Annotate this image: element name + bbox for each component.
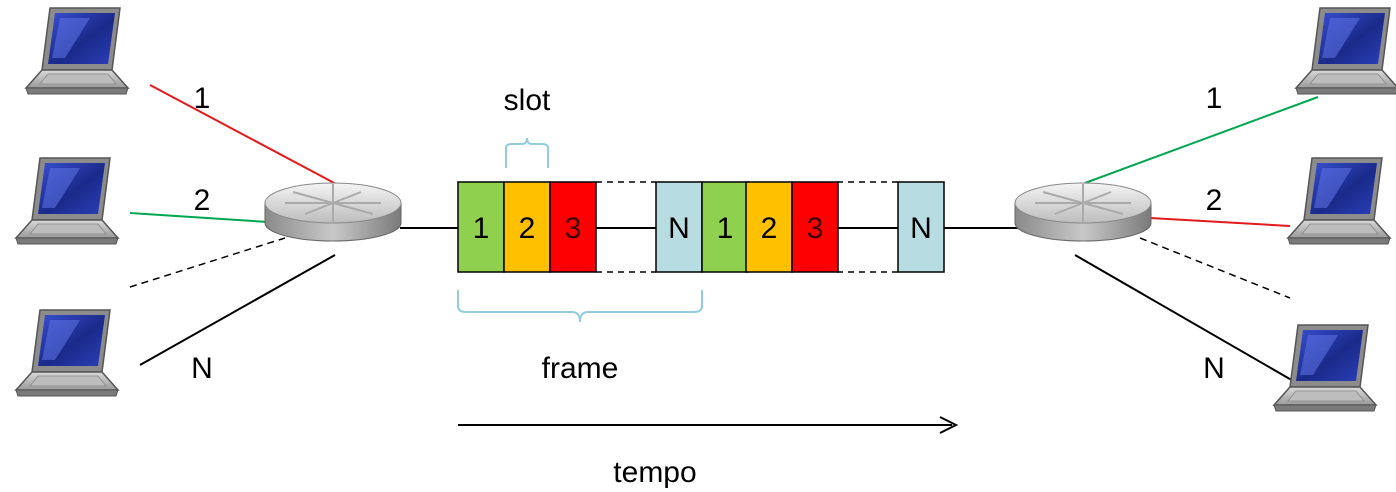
right-link-dashed [1139, 237, 1291, 299]
left-link-dashed [129, 237, 286, 288]
slot-number: 2 [761, 212, 778, 245]
slot-box [503, 181, 551, 273]
laptop-icon [1273, 324, 1377, 412]
frame-bracket [457, 290, 703, 323]
slot-number: 3 [807, 212, 824, 245]
time-arrowhead [939, 416, 959, 434]
laptop-icon [1287, 157, 1391, 245]
slot-box [897, 181, 945, 273]
slot-number: N [910, 212, 932, 245]
right-link-1 [1084, 96, 1319, 184]
left-link-N [139, 254, 336, 366]
slot-number: 2 [519, 212, 536, 245]
time-label: tempo [613, 456, 696, 489]
right-link-label-N: N [1203, 352, 1225, 385]
laptop-icon [25, 7, 129, 95]
router-icon [1014, 182, 1152, 242]
slot-number: 3 [565, 212, 582, 245]
laptop-icon [1295, 7, 1396, 95]
slot-box [457, 181, 505, 273]
slot-box [549, 181, 597, 273]
left-link-1 [149, 84, 339, 186]
slot-box [791, 181, 839, 273]
slot-bracket [505, 137, 549, 168]
slot-number: 1 [473, 212, 490, 245]
frame-label: frame [542, 352, 619, 385]
slot-number: N [668, 212, 690, 245]
slot-box [745, 181, 793, 273]
left-link-label-1: 1 [194, 82, 211, 115]
right-link-label-2: 2 [1206, 184, 1223, 217]
right-link-N [1074, 254, 1296, 383]
right-link-2 [1149, 217, 1291, 227]
slot-label: slot [504, 84, 551, 117]
left-link-label-2: 2 [194, 184, 211, 217]
right-link-label-1: 1 [1206, 82, 1223, 115]
laptop-icon [15, 309, 119, 397]
slot-number: 1 [717, 212, 734, 245]
left-link-2 [129, 212, 269, 223]
router-icon [264, 182, 402, 242]
slot-box [701, 181, 749, 273]
laptop-icon [15, 157, 119, 245]
slot-box [655, 181, 703, 273]
left-link-label-N: N [191, 352, 213, 385]
